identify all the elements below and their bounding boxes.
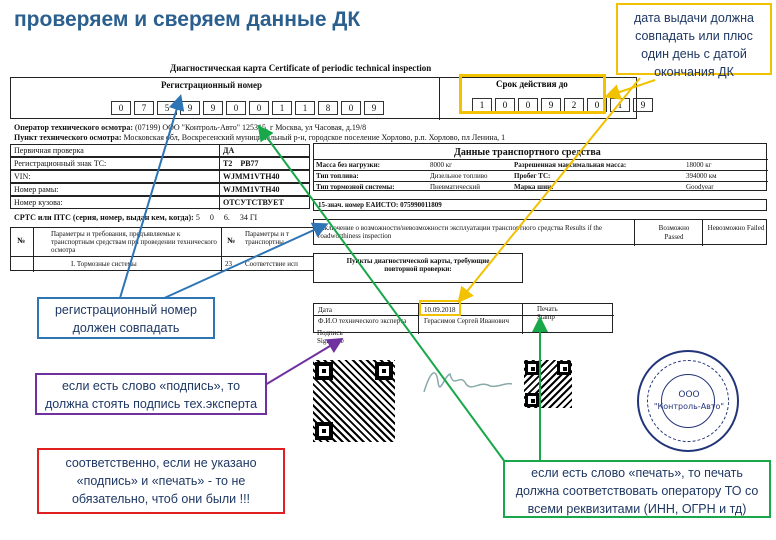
params-header: Параметры и требования, предъявляемые к … (51, 230, 217, 254)
card-row-value: WJMM1VTH40 (223, 172, 280, 181)
card-row-value: Т2 РВ77 (223, 159, 259, 168)
operator-label: Оператор технического осмотра: (14, 123, 134, 132)
expert-label: Ф.И.О технического эксперта (318, 317, 407, 325)
failed-label: Невозможно Failed (707, 224, 765, 232)
callout-sign-text: если есть слово «подпись», то должна сто… (44, 379, 258, 411)
qr-code-large (313, 360, 395, 442)
eaisto-line: 15-знач. номер ЕАИСТО: 075990011809 (313, 199, 767, 211)
point-value: Московская обл, Воскресенский муниципаль… (123, 133, 506, 142)
srts-value: 5 0 6. 34 ГІ (195, 213, 258, 222)
card-row: Номер рамы: WJMM1VTH40 (10, 183, 310, 197)
spec-value: 394000 км (686, 172, 717, 180)
srts-line: СРТС или ПТС (серия, номер, выдан кем, к… (14, 213, 257, 222)
spec-label: Пробег ТС: (514, 172, 551, 180)
point-line: Пункт технического осмотра: Московская о… (14, 133, 505, 142)
params-header-2: Параметры и т транспортны (245, 230, 289, 246)
srts-label: СРТС или ПТС (серия, номер, выдан кем, к… (14, 213, 194, 222)
spec-label: Тип тормозной системы: (316, 183, 395, 191)
vehicle-panel-title: Данные транспортного средства (454, 147, 601, 158)
card-row-value: ДА (223, 146, 235, 155)
card-row-value: ОТСУТСТВУЕТ (223, 198, 284, 207)
date-label: Дата (318, 306, 332, 314)
repeat-label: Пункты диагностической карты, требующие … (346, 257, 490, 273)
spec-label: Марка шин: (514, 183, 554, 191)
spec-label: Тип топлива: (316, 172, 359, 180)
card-row-label: Первичная проверка (14, 146, 84, 155)
spec-row: Тип топлива: Дизельное топливо Пробег ТС: 3… (314, 170, 768, 181)
valid-digit: 9 (633, 98, 653, 112)
card-row-label: Номер кузова: (14, 198, 63, 207)
callout-stamp-text: если есть слово «печать», то печать долж… (515, 466, 759, 516)
vehicle-panel: Данные транспортного средства Масса без … (313, 143, 768, 345)
spec-value: Дизельное топливо (430, 172, 488, 180)
callout-date-text: дата выдачи должна совпадать или плюс од… (633, 11, 755, 79)
params-table: № Параметры и требования, предъявляемые … (10, 227, 316, 272)
spec-row: Тип тормозной системы: Пневматический Марк… (314, 181, 768, 192)
point-label: Пункт технического осмотра: (14, 133, 122, 142)
brakes-no: 23 (225, 260, 232, 268)
callout-reg-text: регистрационный номер должен совпадать (54, 303, 198, 335)
params-no: № (17, 236, 26, 245)
spec-value: 18000 кг (686, 161, 712, 169)
brakes-label: I. Тормозные системы (71, 260, 137, 268)
callout-sign: если есть слово «подпись», то должна сто… (35, 373, 267, 415)
brakes-right: Соответствие исп (245, 260, 298, 268)
reg-digit: 8 (318, 101, 338, 115)
reg-digit: 0 (249, 101, 269, 115)
eaisto-number: 15-знач. номер ЕАИСТО: 075990011809 (318, 201, 442, 209)
qr-code-small (524, 360, 572, 408)
date-highlight (419, 300, 461, 316)
reg-digit: 0 (341, 101, 361, 115)
reg-digit: 0 (226, 101, 246, 115)
reg-digit: 1 (295, 101, 315, 115)
expert-value: Герасимов Сергей Иванович (424, 317, 510, 325)
company-seal: ООО "Контроль-Авто" (637, 350, 739, 452)
seal-text-1: ООО (678, 390, 700, 400)
callout-stamp: если есть слово «печать», то печать долж… (503, 460, 771, 518)
card-row-label: Регистрационный знак ТС: (14, 159, 107, 168)
spec-value: 8000 кг (430, 161, 453, 169)
spec-value: Пневматический (430, 183, 481, 191)
reg-digit: 0 (111, 101, 131, 115)
callout-reg: регистрационный номер должен совпадать (37, 297, 215, 339)
callout-date: дата выдачи должна совпадать или плюс од… (616, 3, 772, 79)
card-row: Номер кузова: ОТСУТСТВУЕТ (10, 196, 310, 210)
page-heading: проверяем и сверяем данные ДК (14, 8, 361, 31)
card-row-label: Номер рамы: (14, 185, 59, 194)
reg-digit: 7 (134, 101, 154, 115)
passed-label: Возможно Passed (658, 224, 690, 241)
card-row: Регистрационный знак ТС: Т2 РВ77 (10, 157, 310, 171)
callout-red-text: соответственно, если не указано «подпись… (65, 456, 257, 506)
card-row: VIN: WJMM1VTH40 (10, 170, 310, 184)
card-title: Диагностическая карта Certificate of per… (170, 63, 432, 73)
card-row: Первичная проверка ДА (10, 144, 310, 158)
operator-value: (07199) ООО "Контроль-Авто" 125315, г Мо… (135, 123, 367, 132)
card-row-label: VIN: (14, 172, 31, 181)
reg-digit: 9 (203, 101, 223, 115)
operator-line: Оператор технического осмотра: (07199) О… (14, 123, 366, 132)
valid-until-label: Срок действия до (496, 79, 568, 89)
reg-digit: 1 (272, 101, 292, 115)
spec-value: Goodyear (686, 183, 714, 191)
conclusion-text: Заключение о возможности/невозможности э… (318, 224, 602, 240)
seal-text-2: "Контроль-Авто" (653, 402, 725, 411)
reg-digit: 9 (364, 101, 384, 115)
signature-scribble (423, 372, 513, 393)
card-row-value: WJMM1VTH40 (223, 185, 280, 194)
params-no-2: № (227, 236, 236, 245)
callout-red: соответственно, если не указано «подпись… (37, 448, 285, 514)
reg-number-label: Регистрационный номер (161, 80, 263, 90)
diagnostic-card: Диагностическая карта Certificate of per… (10, 63, 637, 275)
spec-label: Масса без нагрузки: (316, 161, 380, 169)
date-value: 10.09.2018 (424, 306, 456, 314)
